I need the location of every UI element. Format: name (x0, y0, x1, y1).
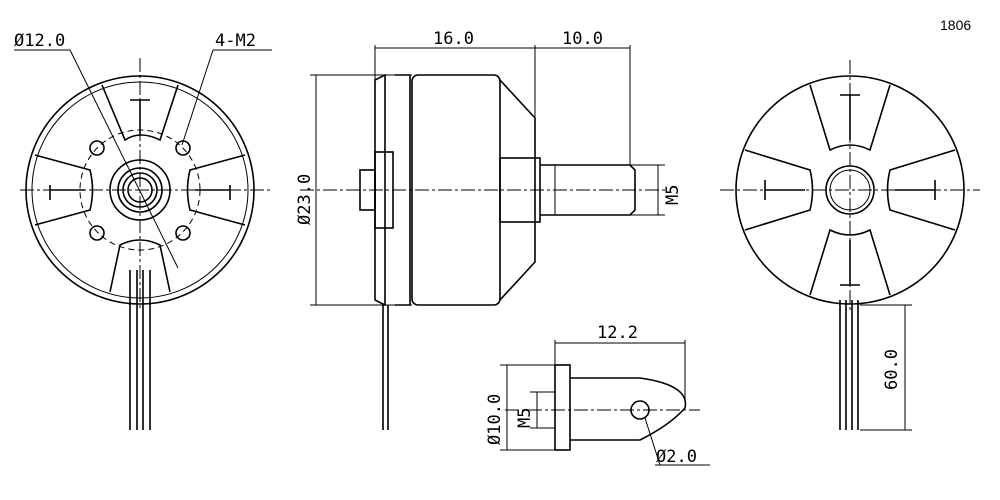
motor-diameter-label: Ø23.0 (295, 174, 315, 225)
rear-view: 60.0 (720, 60, 980, 431)
hub-diameter-label: Ø12.0 (14, 31, 65, 51)
prop-adapter: 12.2 Ø10.0 M5 Ø2.0 (485, 323, 710, 467)
adapter-diameter-label: Ø10.0 (485, 394, 505, 445)
hole-diameter-label: Ø2.0 (656, 447, 697, 467)
wire-length-label: 60.0 (882, 349, 902, 390)
shaft-thread-label: M5 (663, 185, 683, 205)
model-number: 1806 (940, 17, 971, 33)
side-view: 16.0 10.0 Ø23.0 M5 (295, 29, 683, 430)
front-view: Ø12.0 4-M2 (14, 31, 272, 430)
shaft-length-label: 10.0 (562, 29, 603, 49)
adapter-thread-label: M5 (515, 408, 535, 428)
adapter-length-label: 12.2 (597, 323, 638, 343)
mount-holes-label: 4-M2 (215, 31, 256, 51)
motor-length-label: 16.0 (433, 29, 474, 49)
